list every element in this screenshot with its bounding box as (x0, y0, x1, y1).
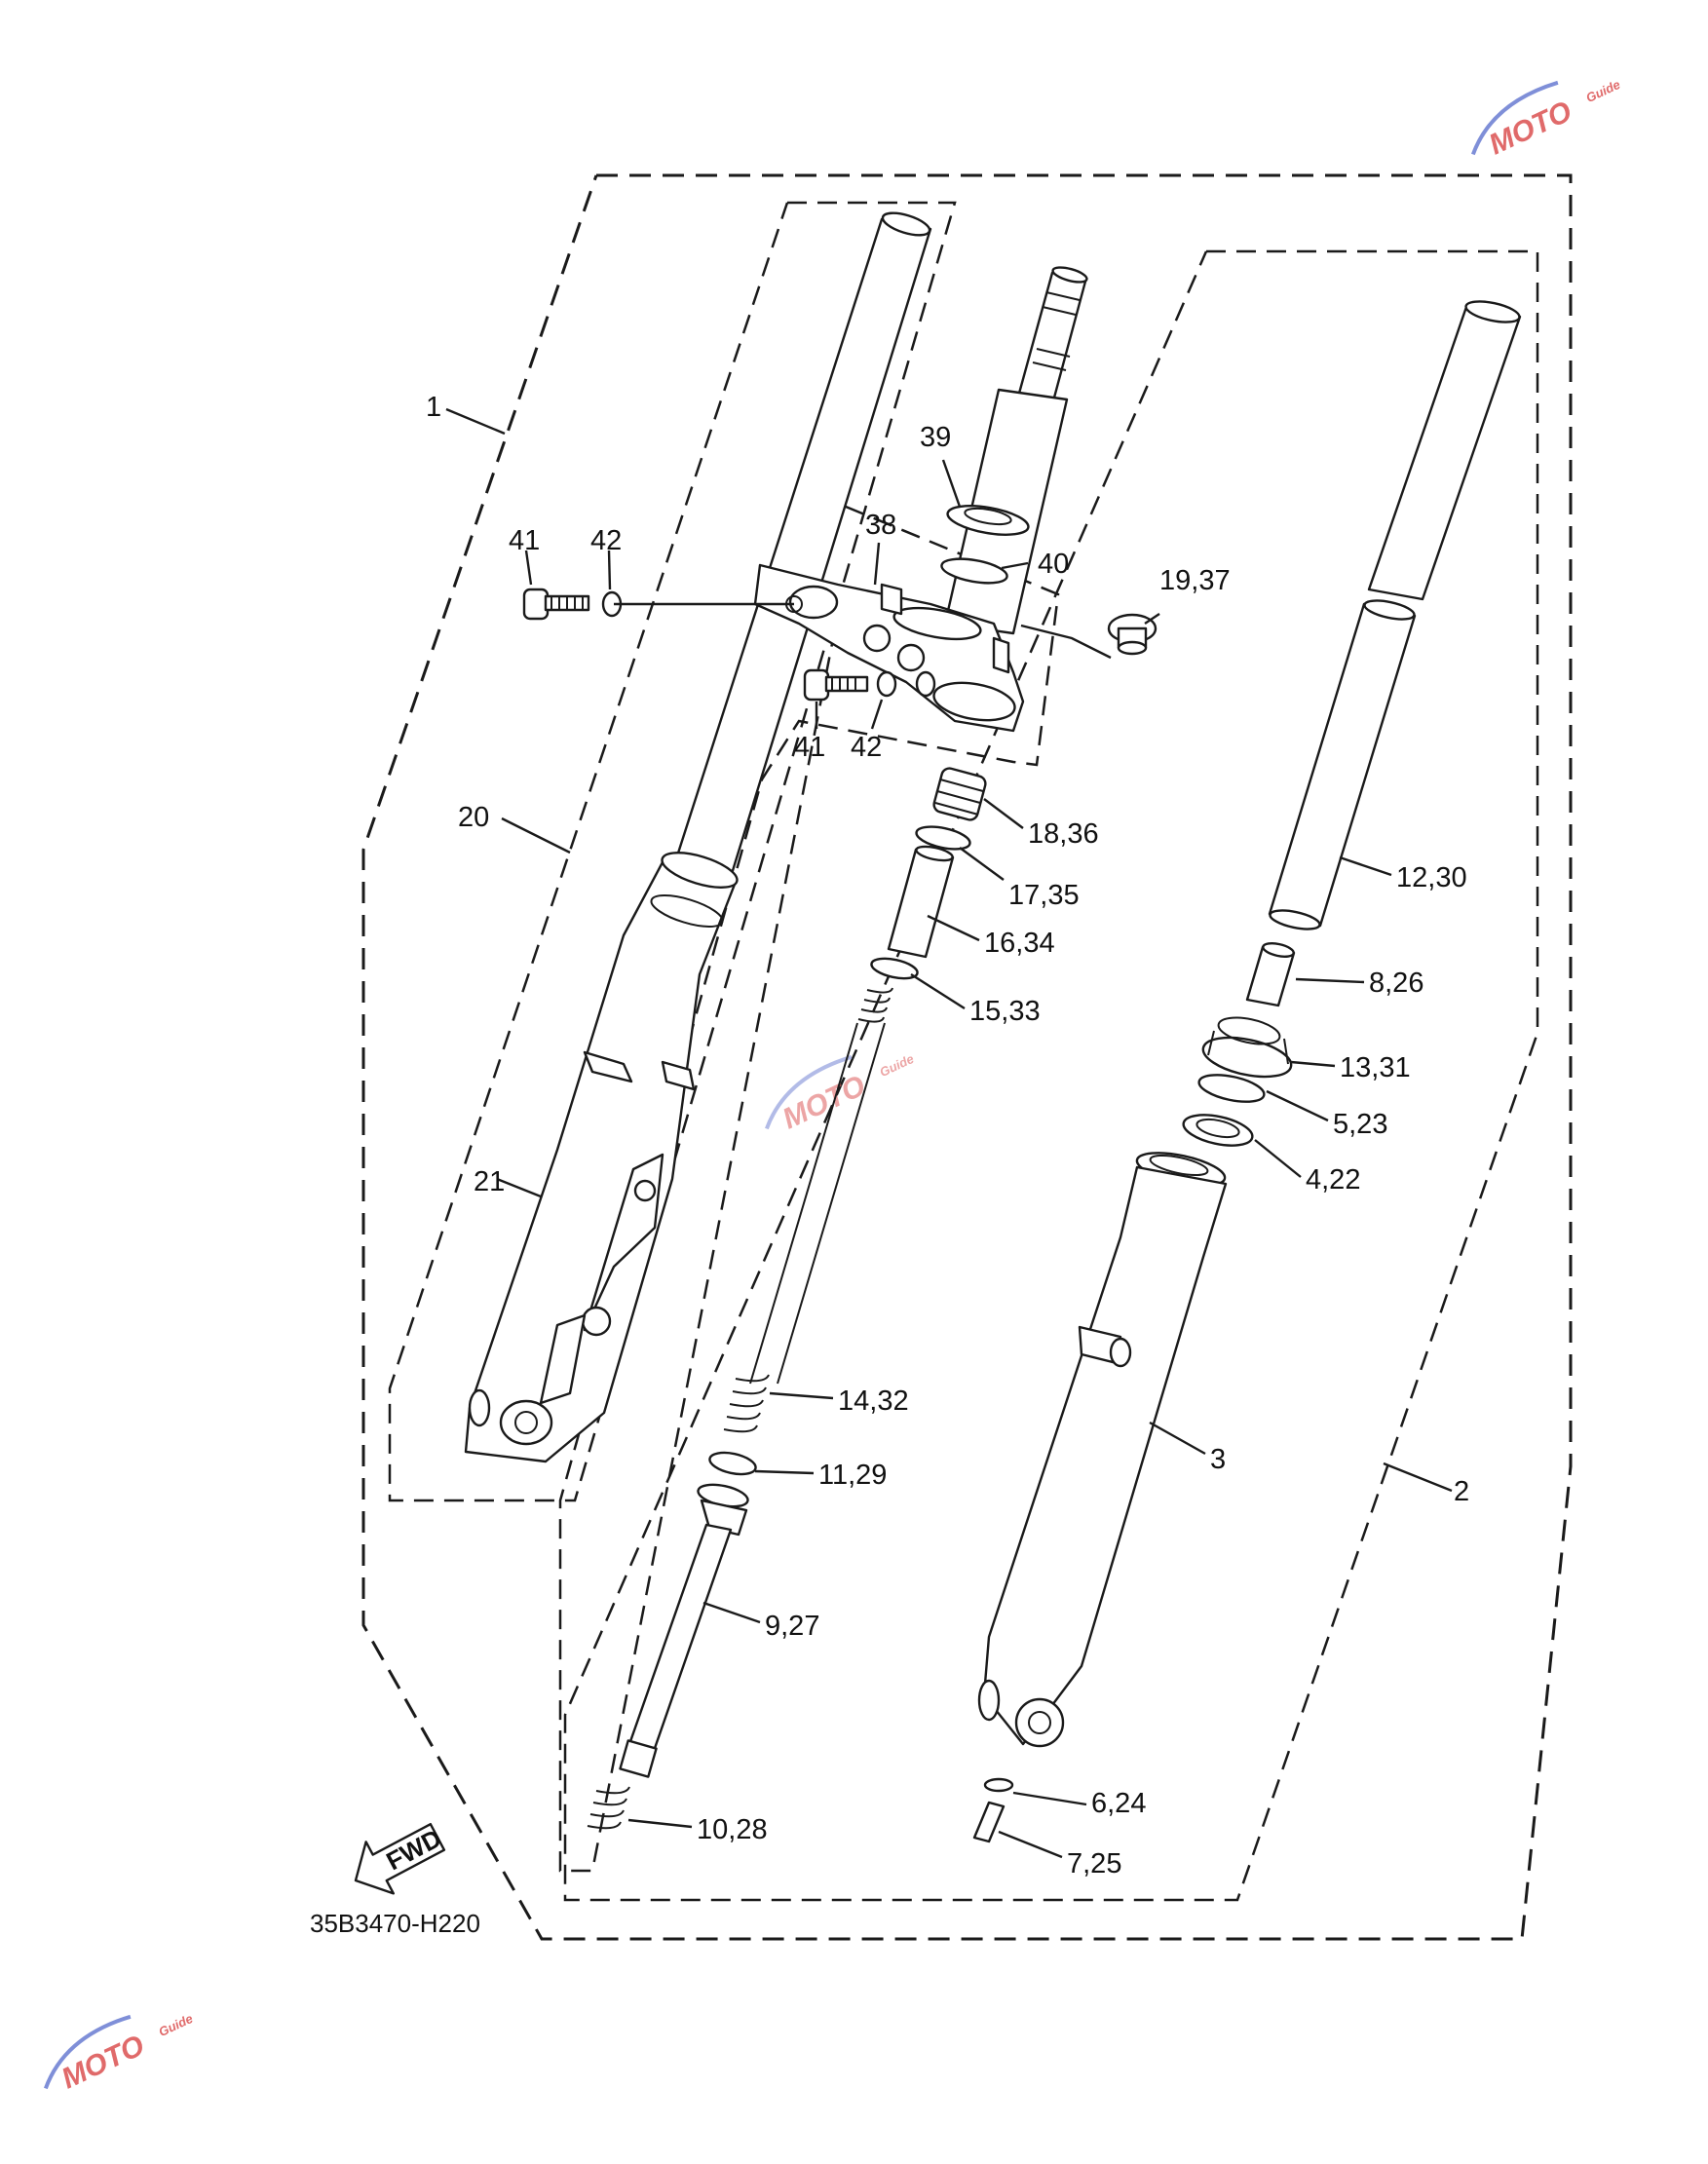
callout-41-lower: 41 (794, 732, 825, 763)
steering-stem-group-outline (558, 505, 1060, 1873)
watermark-top-right: MOTO Guide (1470, 77, 1622, 162)
watermark-subtext: Guide (156, 2011, 195, 2039)
bolt-41-lower (803, 668, 869, 702)
callout-4-22: 4,22 (1306, 1164, 1360, 1196)
damper-rod-9 (619, 1483, 749, 1778)
callout-7-25: 7,25 (1067, 1848, 1121, 1879)
left-fork-group-outline (388, 201, 957, 1502)
callout-19-37: 19,37 (1159, 565, 1231, 596)
callout-38: 38 (865, 510, 896, 541)
callout-16-34: 16,34 (984, 928, 1055, 959)
bolt-41-upper (522, 588, 590, 621)
ring-11 (708, 1451, 757, 1476)
callout-42-lower: 42 (851, 732, 882, 763)
callout-13-31: 13,31 (1340, 1052, 1411, 1083)
callout-42-upper: 42 (590, 525, 622, 556)
callout-14-32: 14,32 (838, 1386, 909, 1417)
callout-39: 39 (920, 422, 951, 453)
assembly-outlines (361, 173, 1573, 1941)
cap-bolt-line (1020, 624, 1112, 660)
callout-41-upper: 41 (509, 525, 540, 556)
callout-11-29: 11,29 (818, 1460, 887, 1491)
washer-15 (870, 957, 919, 980)
left-fork-outer-tube (464, 852, 739, 1463)
watermark-subtext: Guide (1583, 77, 1622, 105)
washer-4 (1182, 1114, 1254, 1147)
bearing-39 (946, 505, 1030, 536)
callout-40: 40 (1038, 549, 1069, 580)
left-fork-inner-tube (672, 211, 932, 879)
diagram-code: 35B3470-H220 (310, 1909, 480, 1938)
bushing-8 (1245, 942, 1296, 1007)
outer-assembly-outline (361, 173, 1573, 1941)
callout-9-27: 9,27 (765, 1611, 819, 1642)
spring-14 (723, 1374, 770, 1433)
callout-8-26: 8,26 (1369, 968, 1423, 999)
leader-lines (445, 407, 1453, 1859)
callout-15-33: 15,33 (969, 996, 1041, 1027)
watermark-text: MOTO (1484, 95, 1576, 162)
fwd-arrow: FWD (354, 1822, 446, 1895)
under-bracket (753, 563, 1025, 733)
bearing-40 (940, 557, 1008, 585)
fork-spring-upper (749, 987, 893, 1385)
callout-20: 20 (458, 802, 489, 833)
right-fork-group-outline (563, 249, 1539, 1902)
callout-2: 2 (1454, 1476, 1469, 1507)
right-fork-outer-tube (977, 1152, 1228, 1748)
collar-16 (887, 845, 955, 959)
adjuster-18 (932, 767, 987, 821)
spring-10 (587, 1786, 630, 1830)
callout-6-24: 6,24 (1091, 1788, 1146, 1819)
o-ring-17 (915, 825, 971, 851)
callout-18-36: 18,36 (1028, 818, 1099, 850)
fwd-label: FWD (382, 1823, 446, 1876)
watermark-text: MOTO (57, 2030, 149, 2096)
callout-5-23: 5,23 (1333, 1109, 1387, 1140)
callout-10-28: 10,28 (697, 1814, 768, 1845)
watermark-bottom-left: MOTO Guide (43, 2011, 195, 2096)
callout-3: 3 (1210, 1444, 1226, 1475)
washer-42-lower (876, 670, 936, 698)
callout-12-30: 12,30 (1396, 862, 1467, 893)
washer-6 (983, 1777, 1014, 1793)
callout-17-35: 17,35 (1008, 880, 1080, 911)
callout-labels: 1 2 3 4,22 5,23 6,24 7,25 8,26 9,27 10,2… (426, 392, 1469, 1879)
oil-seal-13 (1201, 1016, 1293, 1079)
callout-1: 1 (426, 392, 441, 423)
callout-21: 21 (474, 1166, 505, 1197)
watermark-subtext: Guide (877, 1051, 916, 1080)
cap-bolt (1107, 613, 1158, 656)
right-fork-inner-tube (1268, 300, 1522, 930)
watermark-text: MOTO (778, 1070, 870, 1136)
bolt-7 (972, 1801, 1006, 1843)
clip-5 (1197, 1074, 1266, 1103)
